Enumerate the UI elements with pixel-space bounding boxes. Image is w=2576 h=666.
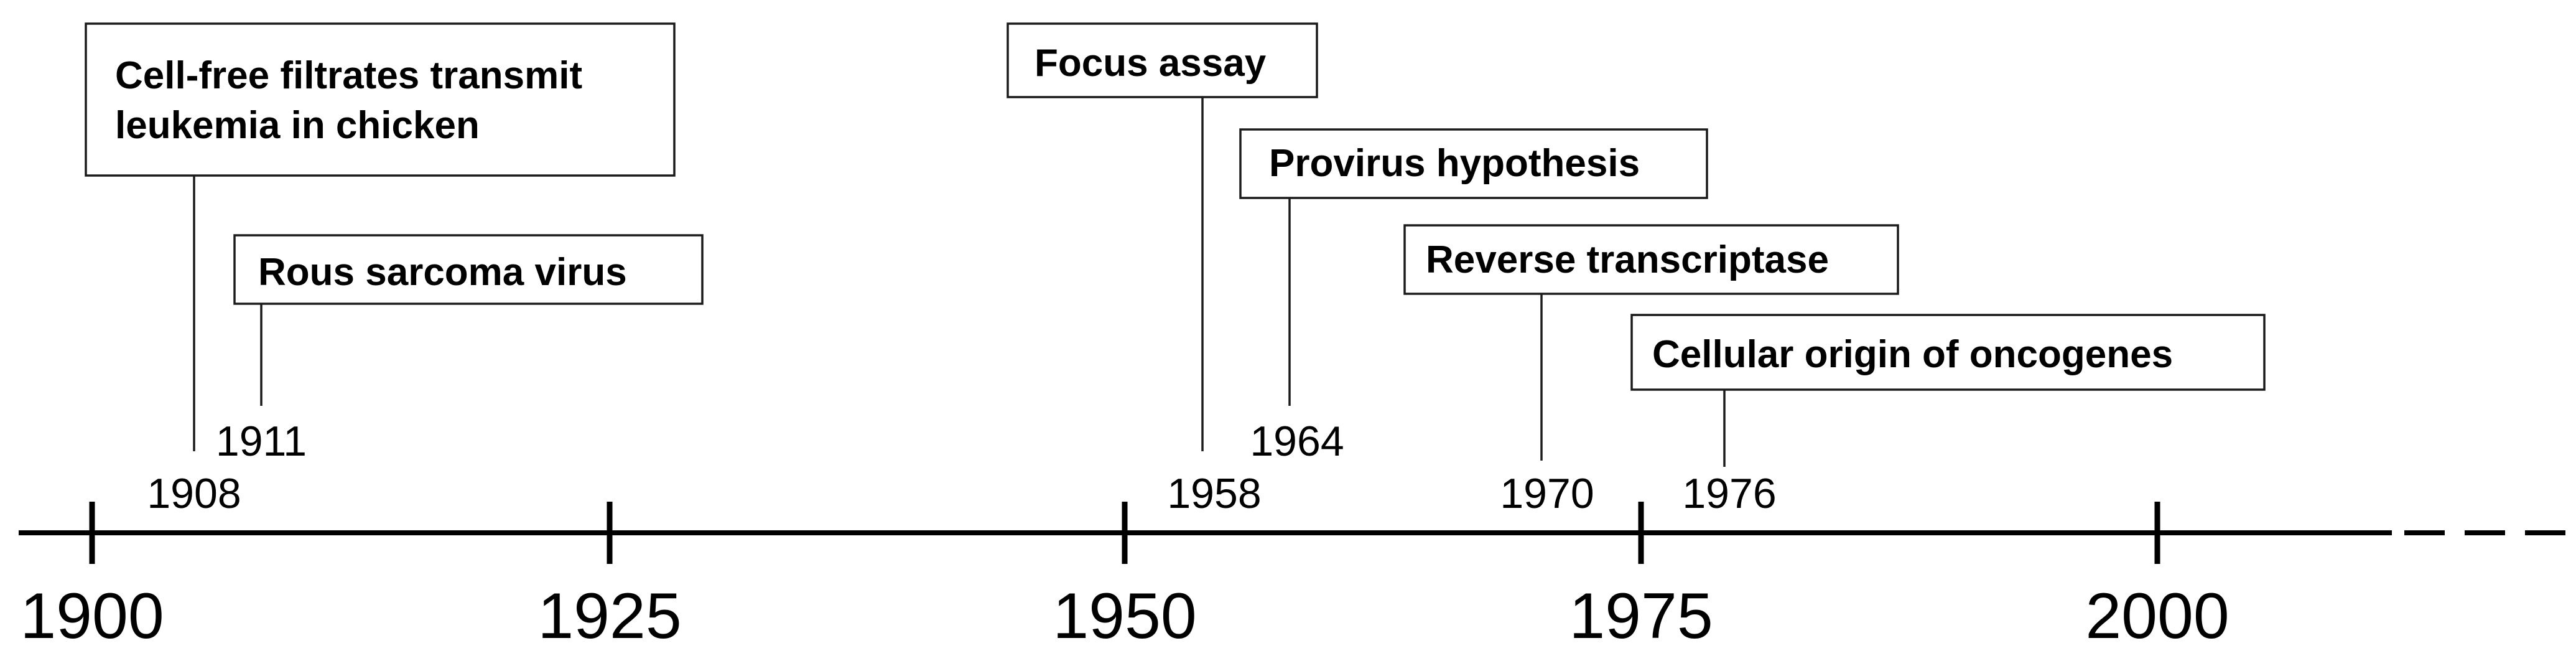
tick-label: 2000 xyxy=(2085,580,2229,652)
axis-tick-labels: 1900 1925 1950 1975 2000 xyxy=(20,580,2229,652)
event-provirus-hypothesis: Provirus hypothesis 1964 xyxy=(1239,128,1708,465)
tick-label: 1900 xyxy=(20,580,164,652)
event-box xyxy=(1007,22,1318,98)
tick-label: 1950 xyxy=(1053,580,1196,652)
event-box xyxy=(85,22,676,177)
event-title-line: Provirus hypothesis xyxy=(1269,142,1640,185)
event-year: 1908 xyxy=(147,470,241,517)
event-box xyxy=(1239,128,1708,199)
event-title-line: Cellular origin of oncogenes xyxy=(1652,333,2173,376)
tick-label: 1975 xyxy=(1569,580,1713,652)
event-title-line: Reverse transcriptase xyxy=(1426,238,1829,281)
event-cell-free-filtrates: Cell-free filtrates transmit leukemia in… xyxy=(85,22,676,517)
event-focus-assay: Focus assay 1958 xyxy=(1007,22,1318,517)
axis-ticks xyxy=(89,502,2160,564)
event-rous-sarcoma-virus: Rous sarcoma virus 1911 xyxy=(216,234,704,465)
event-box xyxy=(233,234,704,305)
event-year: 1911 xyxy=(216,418,307,465)
event-box xyxy=(1403,224,1899,295)
event-reverse-transcriptase: Reverse transcriptase 1970 xyxy=(1403,224,1899,517)
event-box xyxy=(1630,314,2266,391)
event-title-line: Cell-free filtrates transmit xyxy=(115,54,582,97)
tick-label: 1925 xyxy=(537,580,681,652)
event-cellular-origin-oncogenes: Cellular origin of oncogenes 1976 xyxy=(1630,314,2266,517)
event-title-line: Rous sarcoma virus xyxy=(258,251,627,294)
event-year: 1970 xyxy=(1500,470,1594,517)
event-title-line: leukemia in chicken xyxy=(115,104,480,147)
event-year: 1958 xyxy=(1167,470,1261,517)
event-year: 1976 xyxy=(1682,470,1776,517)
event-title-line: Focus assay xyxy=(1035,42,1267,85)
event-year: 1964 xyxy=(1250,418,1344,465)
